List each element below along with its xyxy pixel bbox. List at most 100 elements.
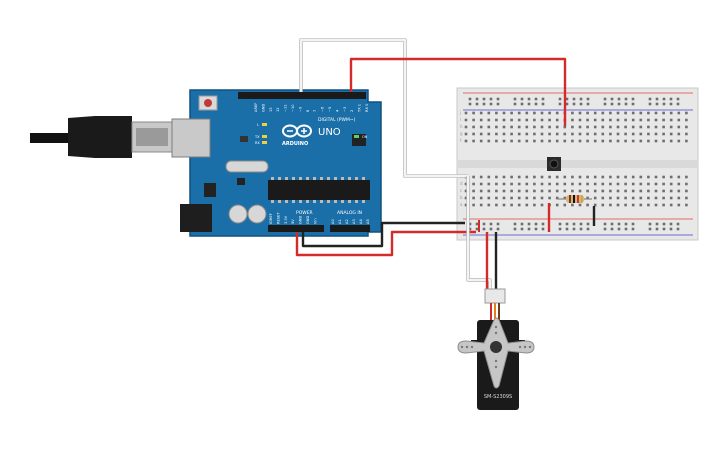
breadboard-hole[interactable]	[685, 196, 688, 200]
breadboard-hole[interactable]	[609, 175, 612, 179]
breadboard-hole[interactable]	[495, 189, 498, 193]
breadboard-hole[interactable]	[464, 125, 468, 129]
breadboard-hole[interactable]	[525, 175, 529, 179]
rail-hole[interactable]	[617, 97, 621, 101]
rail-hole[interactable]	[603, 102, 607, 106]
breadboard-hole[interactable]	[525, 189, 529, 193]
breadboard-hole[interactable]	[533, 118, 536, 122]
breadboard-hole[interactable]	[525, 118, 529, 122]
breadboard-hole[interactable]	[609, 196, 612, 200]
rail-hole[interactable]	[496, 97, 500, 101]
rail-hole[interactable]	[565, 97, 569, 101]
breadboard-hole[interactable]	[601, 139, 605, 143]
breadboard-hole[interactable]	[662, 111, 665, 115]
breadboard-hole[interactable]	[495, 182, 498, 186]
rail-hole[interactable]	[558, 227, 562, 231]
breadboard-hole[interactable]	[540, 132, 544, 136]
breadboard-hole[interactable]	[487, 139, 491, 143]
breadboard-hole[interactable]	[555, 203, 559, 207]
rail-hole[interactable]	[648, 97, 652, 101]
rail-hole[interactable]	[662, 97, 666, 101]
breadboard-hole[interactable]	[563, 175, 567, 179]
breadboard-hole[interactable]	[525, 196, 529, 200]
rail-hole[interactable]	[558, 222, 562, 226]
breadboard-hole[interactable]	[472, 189, 475, 193]
breadboard-hole[interactable]	[593, 196, 597, 200]
breadboard-hole[interactable]	[464, 111, 468, 115]
breadboard-hole[interactable]	[586, 182, 589, 186]
breadboard-hole[interactable]	[502, 189, 506, 193]
breadboard-hole[interactable]	[571, 182, 574, 186]
breadboard-hole[interactable]	[616, 125, 620, 129]
rail-hole[interactable]	[662, 227, 666, 231]
breadboard-hole[interactable]	[479, 203, 483, 207]
rail-hole[interactable]	[534, 227, 538, 231]
breadboard-hole[interactable]	[624, 189, 627, 193]
rail-hole[interactable]	[655, 227, 659, 231]
breadboard-hole[interactable]	[495, 111, 498, 115]
rail-hole[interactable]	[617, 227, 621, 231]
breadboard-hole[interactable]	[464, 203, 468, 207]
breadboard-hole[interactable]	[517, 175, 521, 179]
rail-hole[interactable]	[496, 102, 500, 106]
breadboard-hole[interactable]	[487, 182, 491, 186]
breadboard-hole[interactable]	[533, 182, 536, 186]
breadboard-hole[interactable]	[647, 196, 650, 200]
breadboard-hole[interactable]	[563, 182, 567, 186]
breadboard-hole[interactable]	[540, 175, 544, 179]
rail-hole[interactable]	[527, 102, 531, 106]
breadboard-hole[interactable]	[586, 132, 589, 136]
rail-hole[interactable]	[496, 222, 500, 226]
breadboard-hole[interactable]	[540, 118, 544, 122]
breadboard-hole[interactable]	[654, 182, 658, 186]
breadboard-hole[interactable]	[601, 203, 605, 207]
wire-black-gnd[interactable]	[301, 221, 465, 248]
rail-hole[interactable]	[513, 227, 517, 231]
rail-hole[interactable]	[669, 97, 673, 101]
breadboard-hole[interactable]	[631, 182, 635, 186]
breadboard-hole[interactable]	[662, 132, 665, 136]
breadboard-hole[interactable]	[631, 175, 635, 179]
rail-hole[interactable]	[579, 102, 583, 106]
rail-hole[interactable]	[565, 222, 569, 226]
breadboard-hole[interactable]	[479, 182, 483, 186]
breadboard-hole[interactable]	[616, 189, 620, 193]
breadboard-hole[interactable]	[624, 196, 627, 200]
breadboard-hole[interactable]	[517, 132, 521, 136]
breadboard-hole[interactable]	[647, 118, 650, 122]
breadboard-hole[interactable]	[639, 118, 643, 122]
breadboard-hole[interactable]	[639, 139, 643, 143]
rail-hole[interactable]	[513, 102, 517, 106]
breadboard-hole[interactable]	[533, 203, 536, 207]
breadboard-hole[interactable]	[609, 203, 612, 207]
wire-red-5v[interactable]	[295, 230, 476, 257]
breadboard-hole[interactable]	[685, 139, 688, 143]
rail-hole[interactable]	[603, 222, 607, 226]
breadboard-hole[interactable]	[571, 132, 574, 136]
rail-hole[interactable]	[513, 222, 517, 226]
breadboard-hole[interactable]	[487, 125, 491, 129]
breadboard-hole[interactable]	[479, 118, 483, 122]
breadboard-hole[interactable]	[586, 203, 589, 207]
breadboard-hole[interactable]	[601, 175, 605, 179]
rail-hole[interactable]	[669, 222, 673, 226]
breadboard-hole[interactable]	[548, 132, 551, 136]
rail-hole[interactable]	[662, 102, 666, 106]
breadboard-hole[interactable]	[601, 132, 605, 136]
breadboard-hole[interactable]	[540, 203, 544, 207]
wire-white-pin9[interactable]	[299, 38, 468, 178]
breadboard-hole[interactable]	[502, 196, 506, 200]
breadboard-hole[interactable]	[578, 203, 582, 207]
breadboard-hole[interactable]	[495, 118, 498, 122]
breadboard-hole[interactable]	[586, 139, 589, 143]
breadboard-hole[interactable]	[601, 118, 605, 122]
breadboard-hole[interactable]	[555, 196, 559, 200]
breadboard-hole[interactable]	[479, 189, 483, 193]
rail-hole[interactable]	[565, 227, 569, 231]
breadboard-hole[interactable]	[578, 132, 582, 136]
servo-ground-wire[interactable]	[494, 232, 500, 292]
rail-hole[interactable]	[676, 97, 680, 101]
breadboard-hole[interactable]	[593, 139, 597, 143]
pushbutton[interactable]	[547, 157, 561, 171]
